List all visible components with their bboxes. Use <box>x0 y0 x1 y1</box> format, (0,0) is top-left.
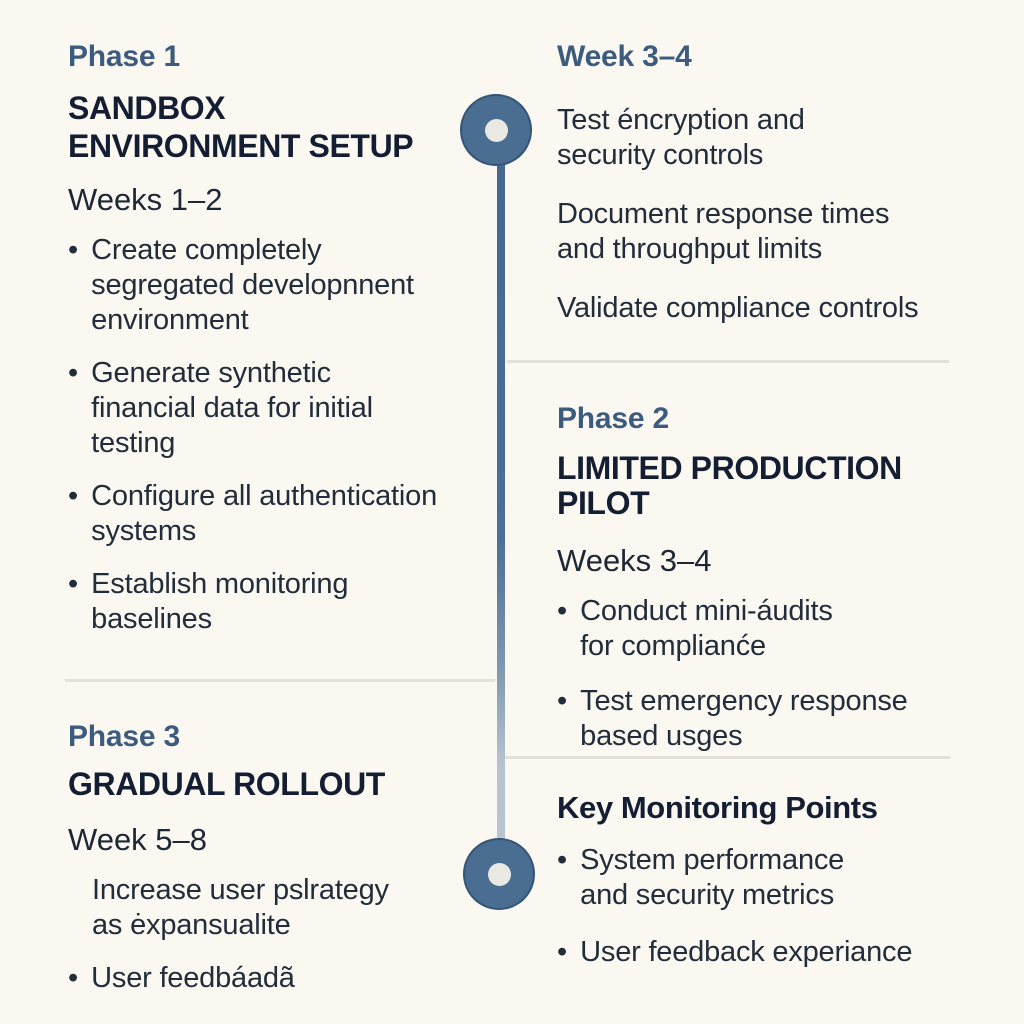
list-item-text: User feedbáadã <box>91 962 295 994</box>
phase-2-title: LIMITED PRODUCTION PILOT <box>557 450 902 521</box>
key-monitoring-title: Key Monitoring Points <box>557 790 878 825</box>
list-item: • System performance and security metric… <box>557 843 997 913</box>
bullet-icon: • <box>557 685 568 717</box>
list-item: • User feedback experiance <box>557 935 997 970</box>
timeline-node-center-dot-icon <box>484 118 508 142</box>
bullet-icon: • <box>557 844 568 876</box>
phase-1-label: Phase 1 <box>68 40 181 73</box>
bullet-icon: • <box>68 357 79 389</box>
list-item-text: System performance and security metrics <box>580 844 845 911</box>
phase-3-title: GRADUAL ROLLOUT <box>68 766 385 802</box>
week-3-4-paragraph: Document response times and throughput l… <box>557 198 890 265</box>
section-phase-1: Phase 1 SANDBOX ENVIRONMENT SETUP Weeks … <box>68 40 492 637</box>
list-item-text: Generate synthetic financial data for in… <box>91 357 373 459</box>
phase-3-list: Increase user pslrategy as ėxpansualite … <box>68 873 492 996</box>
week-3-4-label: Week 3–4 <box>557 40 692 73</box>
list-item: • Establish monitoring baselines <box>68 567 492 637</box>
timeline-spine <box>497 130 505 876</box>
phase-2-weeks: Weeks 3–4 <box>557 543 712 578</box>
divider-right-lower <box>505 756 950 759</box>
list-item-text: Conduct mini-áudits for complianće <box>580 595 833 662</box>
phase-2-label: Phase 2 <box>557 402 670 435</box>
bullet-icon: • <box>68 962 79 994</box>
phase-1-list: • Create completely segregated developnn… <box>68 233 492 637</box>
phase-1-title: SANDBOX ENVIRONMENT SETUP <box>68 90 414 164</box>
section-week-3-4: Week 3–4 Test éncryption and security co… <box>557 40 987 326</box>
list-item-text: Increase user pslrategy as ėxpansualite <box>92 874 389 941</box>
list-item-text: Configure all authentication systems <box>91 480 438 547</box>
list-item: • Configure all authentication systems <box>68 479 492 549</box>
bullet-icon: • <box>68 568 79 600</box>
list-item: • Generate synthetic financial data for … <box>68 356 492 461</box>
section-phase-2: Phase 2 LIMITED PRODUCTION PILOT Weeks 3… <box>557 402 997 754</box>
phase-2-list: • Conduct mini-áudits for complianće • T… <box>557 594 997 754</box>
divider-right-upper <box>507 360 949 363</box>
timeline-node-icon <box>460 94 532 166</box>
list-item: • Test emergency response based usges <box>557 684 997 754</box>
divider-left <box>65 679 495 682</box>
phase-3-weeks: Week 5–8 <box>68 822 208 857</box>
key-monitoring-list: • System performance and security metric… <box>557 843 997 970</box>
list-item: • Create completely segregated developnn… <box>68 233 492 338</box>
timeline-node-icon <box>463 838 535 910</box>
section-phase-3: Phase 3 GRADUAL ROLLOUT Week 5–8 Increas… <box>68 720 492 996</box>
phase-1-weeks: Weeks 1–2 <box>68 182 223 217</box>
bullet-icon: • <box>68 234 79 266</box>
bullet-icon: • <box>557 936 568 968</box>
list-item-text: Test emergency response based usges <box>580 685 908 752</box>
week-3-4-paragraph: Validate compliance controls <box>557 292 919 324</box>
list-item: • Conduct mini-áudits for complianće <box>557 594 997 664</box>
bullet-icon: • <box>557 595 568 627</box>
bullet-icon: • <box>68 480 79 512</box>
list-item-text: Create completely segregated developnnen… <box>91 234 414 336</box>
list-item-text: User feedback experiance <box>580 936 913 968</box>
timeline-node-center-dot-icon <box>487 862 511 886</box>
list-item: • User feedbáadã <box>68 961 492 996</box>
section-key-monitoring: Key Monitoring Points • System performan… <box>557 790 997 970</box>
week-3-4-paragraph: Test éncryption and security controls <box>557 104 805 171</box>
phase-3-label: Phase 3 <box>68 720 181 753</box>
list-item: Increase user pslrategy as ėxpansualite <box>68 873 492 943</box>
list-item-text: Establish monitoring baselines <box>91 568 349 635</box>
